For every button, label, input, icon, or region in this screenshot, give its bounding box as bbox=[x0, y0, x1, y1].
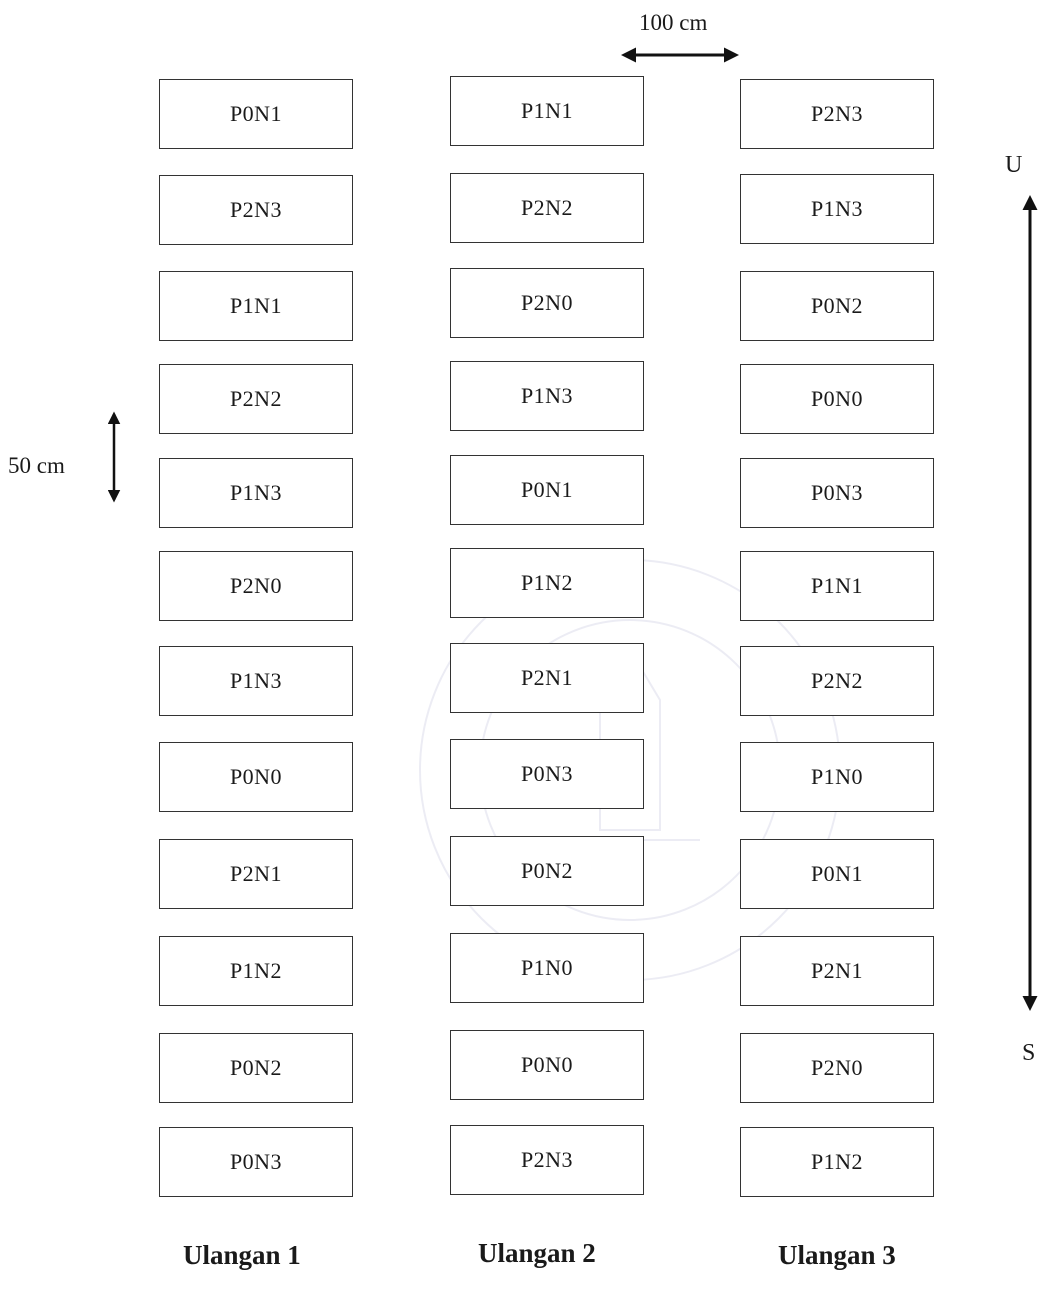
column-label-ulangan-2: Ulangan 2 bbox=[478, 1238, 596, 1268]
plot-cell: P1N1 bbox=[740, 551, 934, 621]
plot-label: P1N3 bbox=[810, 196, 864, 221]
row-spacing-label: 50 cm bbox=[8, 453, 65, 478]
plot-cell: P2N2 bbox=[159, 364, 353, 434]
plot-label: P1N2 bbox=[229, 958, 283, 983]
plot-cell: P2N1 bbox=[740, 936, 934, 1006]
plot-label: P2N3 bbox=[229, 197, 283, 222]
plot-cell: P0N3 bbox=[159, 1127, 353, 1197]
plot-label: P0N3 bbox=[229, 1149, 283, 1174]
plot-label: P1N0 bbox=[810, 764, 864, 789]
plot-label: P2N2 bbox=[810, 668, 864, 693]
plot-cell: P1N2 bbox=[450, 548, 644, 618]
plot-cell: P1N3 bbox=[450, 361, 644, 431]
plot-label: P2N1 bbox=[229, 861, 283, 886]
plot-label: P0N1 bbox=[520, 477, 574, 502]
plot-cell: P0N3 bbox=[740, 458, 934, 528]
plot-cell: P1N2 bbox=[159, 936, 353, 1006]
plot-cell: P0N1 bbox=[450, 455, 644, 525]
plot-cell: P2N3 bbox=[159, 175, 353, 245]
plot-label: P2N3 bbox=[810, 101, 864, 126]
plot-cell: P1N2 bbox=[740, 1127, 934, 1197]
plot-label: P1N2 bbox=[520, 570, 574, 595]
plot-label: P2N0 bbox=[520, 290, 574, 315]
plot-cell: P2N3 bbox=[740, 79, 934, 149]
plot-label: P0N2 bbox=[810, 293, 864, 318]
plot-label: P1N3 bbox=[520, 383, 574, 408]
plot-label: P1N1 bbox=[520, 98, 574, 123]
plot-label: P0N0 bbox=[229, 764, 283, 789]
plot-cell: P2N0 bbox=[159, 551, 353, 621]
plot-cell: P1N1 bbox=[159, 271, 353, 341]
plot-cell: P2N2 bbox=[450, 173, 644, 243]
plot-label: P0N3 bbox=[810, 480, 864, 505]
plot-label: P0N0 bbox=[520, 1052, 574, 1077]
plot-cell: P2N0 bbox=[740, 1033, 934, 1103]
plot-label: P0N1 bbox=[229, 101, 283, 126]
plot-label: P0N3 bbox=[520, 761, 574, 786]
plot-cell: P1N3 bbox=[159, 458, 353, 528]
south-label: S bbox=[1022, 1040, 1036, 1066]
plot-label: P2N1 bbox=[810, 958, 864, 983]
plot-cell: P1N3 bbox=[740, 174, 934, 244]
plot-cell: P1N0 bbox=[450, 933, 644, 1003]
plot-cell: P2N1 bbox=[450, 643, 644, 713]
plot-label: P1N3 bbox=[229, 668, 283, 693]
plot-cell: P2N1 bbox=[159, 839, 353, 909]
plot-cell: P1N3 bbox=[159, 646, 353, 716]
plot-label: P2N2 bbox=[520, 195, 574, 220]
plot-label: P2N0 bbox=[229, 573, 283, 598]
plot-cell: P0N0 bbox=[740, 364, 934, 434]
plot-label: P2N0 bbox=[810, 1055, 864, 1080]
plot-label: P2N3 bbox=[520, 1147, 574, 1172]
plot-cell: P0N3 bbox=[450, 739, 644, 809]
plot-label: P1N2 bbox=[810, 1149, 864, 1174]
plot-label: P1N3 bbox=[229, 480, 283, 505]
plot-cell: P2N2 bbox=[740, 646, 934, 716]
plot-label: P1N1 bbox=[810, 573, 864, 598]
plot-cell: P0N1 bbox=[740, 839, 934, 909]
plot-cell: P0N2 bbox=[740, 271, 934, 341]
plot-cell: P0N2 bbox=[159, 1033, 353, 1103]
column-spacing-label: 100 cm bbox=[639, 10, 708, 35]
plot-cell: P0N0 bbox=[159, 742, 353, 812]
north-label: U bbox=[1005, 152, 1023, 178]
column-label-ulangan-3: Ulangan 3 bbox=[778, 1240, 896, 1270]
plot-cell: P0N2 bbox=[450, 836, 644, 906]
plot-cell: P1N1 bbox=[450, 76, 644, 146]
column-label-ulangan-1: Ulangan 1 bbox=[183, 1240, 301, 1270]
plot-label: P2N1 bbox=[520, 665, 574, 690]
plot-cell: P0N0 bbox=[450, 1030, 644, 1100]
plot-cell: P0N1 bbox=[159, 79, 353, 149]
plot-label: P0N2 bbox=[229, 1055, 283, 1080]
plot-cell: P2N3 bbox=[450, 1125, 644, 1195]
plot-label: P2N2 bbox=[229, 386, 283, 411]
plot-label: P1N1 bbox=[229, 293, 283, 318]
plot-label: P0N0 bbox=[810, 386, 864, 411]
plot-label: P0N2 bbox=[520, 858, 574, 883]
plot-label: P0N1 bbox=[810, 861, 864, 886]
plot-cell: P2N0 bbox=[450, 268, 644, 338]
plot-label: P1N0 bbox=[520, 955, 574, 980]
plot-cell: P1N0 bbox=[740, 742, 934, 812]
